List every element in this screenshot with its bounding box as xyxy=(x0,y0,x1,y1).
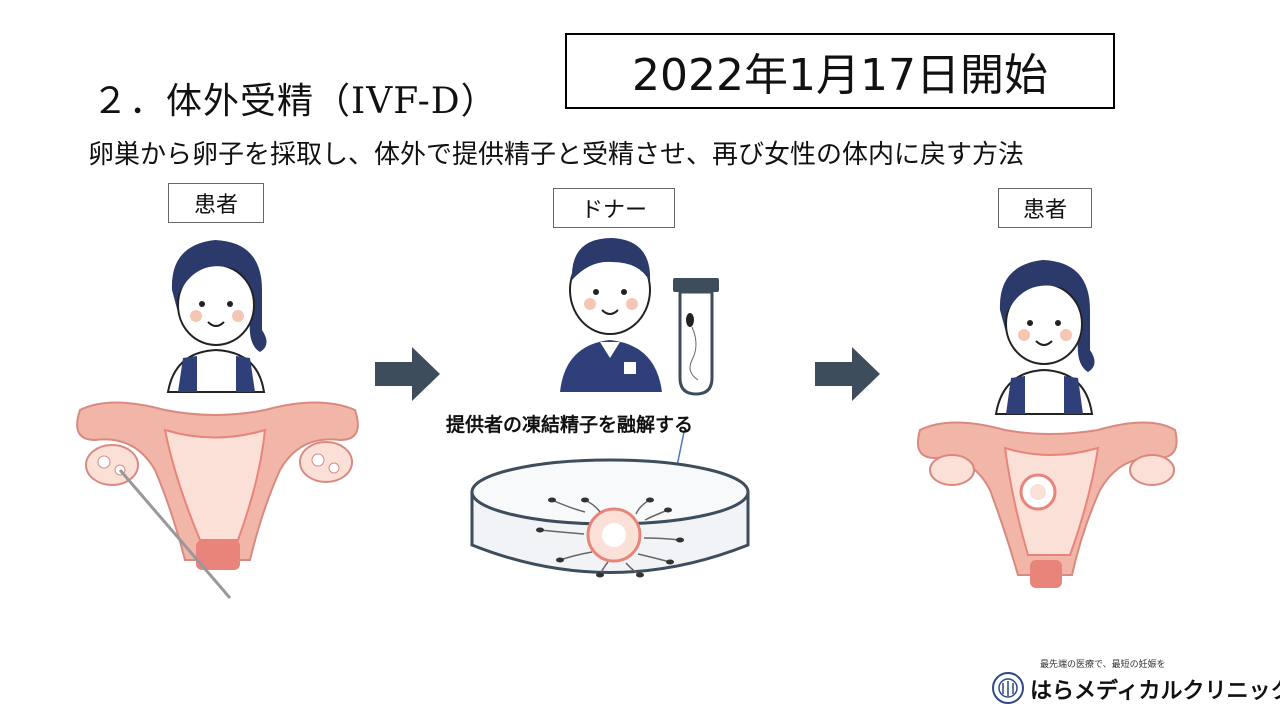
clinic-tagline: 最先端の医療で、最短の妊娠を xyxy=(1040,660,1166,670)
test-tube-icon xyxy=(673,278,719,396)
uterus-right-illustration xyxy=(916,421,1178,588)
arrow-right-icon-2 xyxy=(815,347,880,401)
clinic-logo-icon xyxy=(992,672,1024,704)
clinic-name: はらメディカルクリニック xyxy=(1030,679,1280,704)
arrow-right-icon xyxy=(375,347,440,401)
slide-description: 卵巣から卵子を採取し、体外で提供精子と受精させ、再び女性の体内に戻す方法 xyxy=(88,140,1025,170)
thaw-annotation: 提供者の凍結精子を融解する xyxy=(446,414,694,436)
role-label-patient-right: 患者 xyxy=(998,188,1092,228)
patient-right-illustration xyxy=(994,260,1095,415)
uterus-left-illustration xyxy=(76,401,359,599)
donor-illustration xyxy=(560,238,662,392)
petri-dish-illustration xyxy=(470,458,750,578)
start-date-box: 2022年1月17日開始 xyxy=(565,33,1115,109)
patient-left-illustration xyxy=(166,240,267,393)
role-label-patient-left: 患者 xyxy=(168,183,264,223)
slide-title: ２．体外受精（IVF-D） xyxy=(92,81,498,122)
role-label-donor: ドナー xyxy=(553,188,675,228)
